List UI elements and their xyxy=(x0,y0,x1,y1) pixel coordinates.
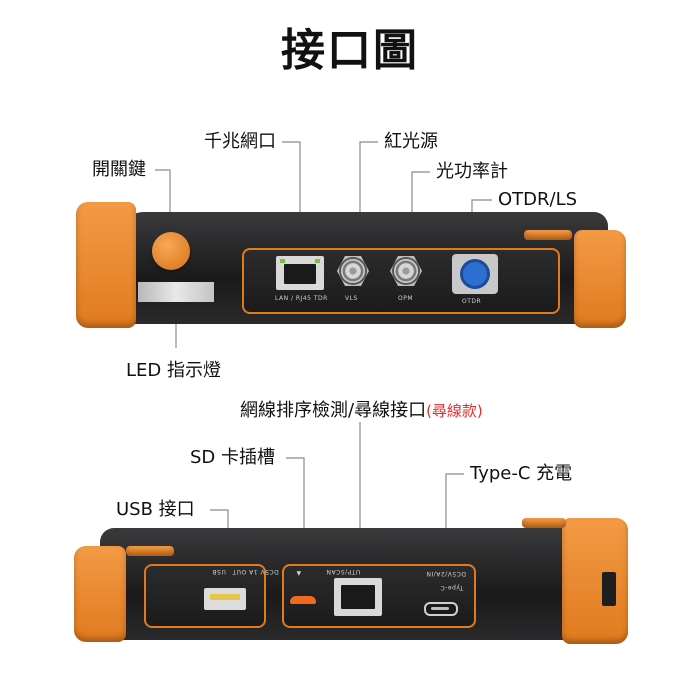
bumper-right-cap-bottom xyxy=(522,518,566,528)
label-type-c: Type-C 充電 xyxy=(470,463,573,484)
bumper-right-cap xyxy=(524,230,572,240)
marking-lan: LAN / RJ45 TDR xyxy=(275,295,328,302)
label-cable-test-text: 網線排序檢測/尋線接口 xyxy=(240,400,427,421)
label-power-key: 開關鍵 xyxy=(92,159,146,180)
marking-opm: OPM xyxy=(398,295,414,302)
label-sd-slot: SD 卡插槽 xyxy=(190,447,276,468)
label-gigabit: 千兆網口 xyxy=(204,131,276,152)
bumper-right-top xyxy=(574,230,626,328)
page-title: 接口圖 xyxy=(281,25,419,76)
fiber-connector-icon[interactable] xyxy=(394,259,418,283)
rj45-scan-port-icon[interactable] xyxy=(334,578,382,616)
bumper-left-top xyxy=(76,202,136,328)
sd-card-slot-icon[interactable] xyxy=(290,596,316,604)
fiber-connector-icon xyxy=(460,259,490,289)
label-usb: USB 接口 xyxy=(116,499,195,520)
usb-c-port-icon[interactable] xyxy=(424,602,458,616)
bumper-left-cap xyxy=(126,546,174,556)
power-button-icon[interactable] xyxy=(152,232,190,270)
marking-usb: DC5V 1A OUT xyxy=(232,568,279,575)
label-cable-test-note: (尋線款) xyxy=(426,402,483,420)
led-indicator xyxy=(138,282,214,302)
fiber-connector-icon[interactable] xyxy=(341,259,365,283)
bumper-left-bottom xyxy=(74,546,126,642)
marking-typec: DC5V/2A/IN xyxy=(426,570,466,577)
label-power-meter: 光功率計 xyxy=(436,161,508,182)
rj45-port-icon[interactable] xyxy=(276,256,324,290)
marking-typec-short: Type-C xyxy=(440,584,464,591)
marking-otdr: OTDR xyxy=(462,298,482,305)
otdr-port[interactable] xyxy=(452,254,498,294)
marking-sd-arrow: ▲ xyxy=(296,570,302,577)
label-cable-test: 網線排序檢測/尋線接口(尋線款) xyxy=(240,400,483,422)
label-red-light: 紅光源 xyxy=(384,131,438,152)
bumper-right-bottom xyxy=(562,518,628,644)
marking-usb-short: USB xyxy=(212,568,226,575)
side-strap-slot xyxy=(602,572,616,606)
marking-utp: UTP/SCAN xyxy=(326,568,361,575)
marking-vls: VLS xyxy=(345,295,358,302)
label-led: LED 指示燈 xyxy=(126,360,221,381)
label-otdr-ls: OTDR/LS xyxy=(498,189,578,210)
usb-port-icon[interactable] xyxy=(204,588,246,610)
